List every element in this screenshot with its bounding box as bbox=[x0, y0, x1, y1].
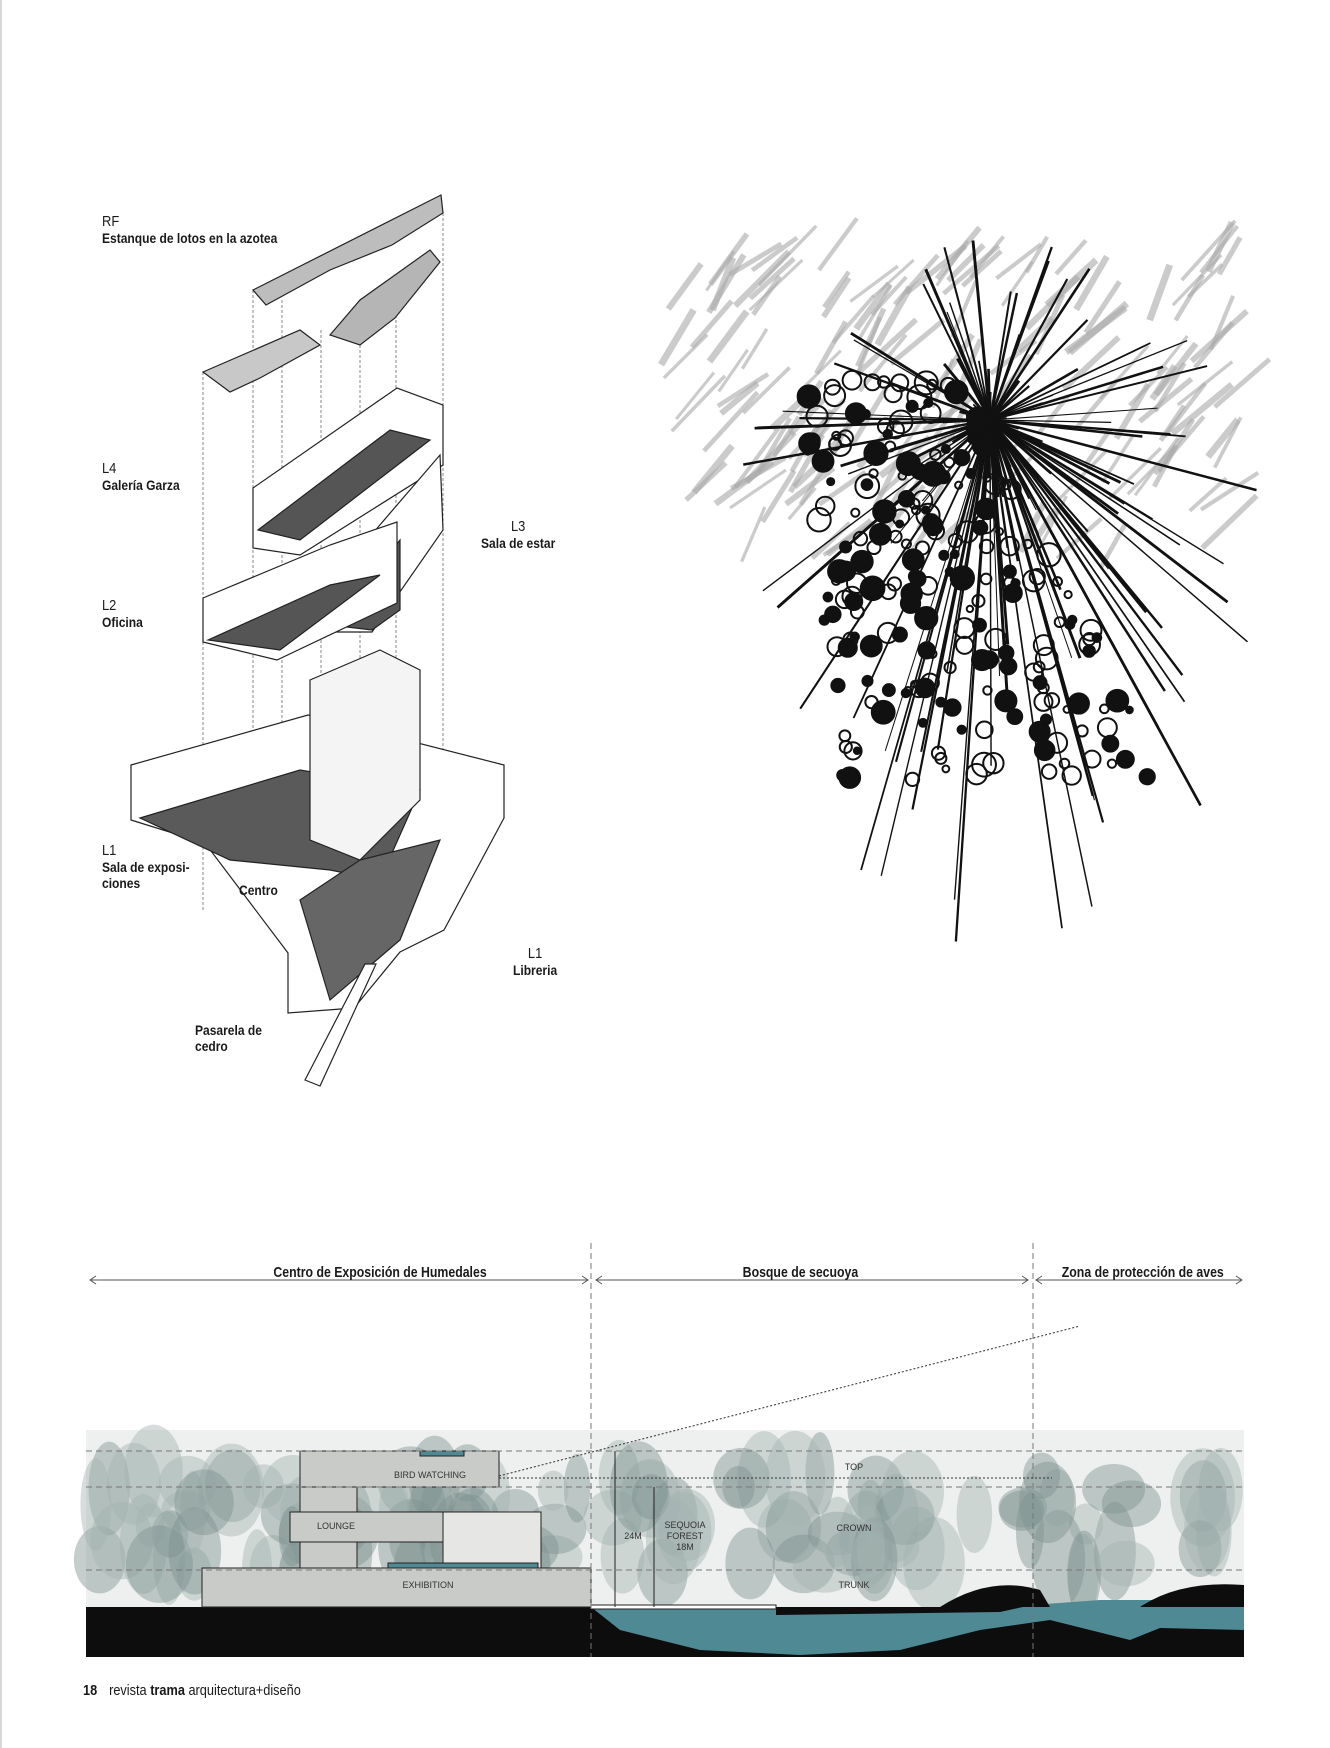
roof-slab bbox=[252, 194, 444, 306]
concept-sketch bbox=[658, 216, 1272, 942]
room-bird-watching: BIRD WATCHING bbox=[394, 1470, 466, 1480]
height-dimensions bbox=[614, 1451, 655, 1607]
stratum-top: TOP bbox=[845, 1462, 863, 1472]
room-exhibition: EXHIBITION bbox=[402, 1580, 453, 1590]
dimension-18m: 18M bbox=[676, 1542, 694, 1552]
stratum-trunk: TRUNK bbox=[839, 1580, 870, 1590]
roof-slab-3 bbox=[328, 249, 441, 346]
stratum-crown: CROWN bbox=[837, 1523, 872, 1533]
core bbox=[309, 649, 421, 861]
zone-arrows bbox=[89, 1275, 1243, 1285]
roof-slab-2 bbox=[201, 329, 322, 393]
brand-name: trama bbox=[150, 1682, 185, 1699]
dimension-forest: FOREST bbox=[667, 1531, 704, 1541]
zone-header-centro: Centro de Exposición de Humedales bbox=[273, 1264, 487, 1281]
zone-header-aves: Zona de protección de aves bbox=[1061, 1264, 1224, 1281]
sightlines bbox=[498, 1325, 1081, 1479]
building bbox=[201, 1450, 777, 1610]
dimension-24m: 24M bbox=[624, 1531, 642, 1541]
label-centro: Centro bbox=[239, 882, 278, 898]
page-number: 18 bbox=[83, 1682, 98, 1699]
water bbox=[591, 1600, 1244, 1655]
axonometric-drawing bbox=[130, 194, 505, 1087]
label-pasarela: Pasarela de cedro bbox=[195, 1022, 262, 1054]
page-edge bbox=[0, 0, 2, 1748]
room-lounge: LOUNGE bbox=[317, 1521, 355, 1531]
cedar-walkway bbox=[304, 963, 377, 1087]
zone-header-bosque: Bosque de secuoya bbox=[742, 1264, 859, 1281]
site-section: BIRD WATCHING LOUNGE EXHIBITION TOP CROW… bbox=[73, 1243, 1244, 1657]
strata-lines bbox=[86, 1243, 1244, 1657]
dimension-sequoia: SEQUOIA bbox=[664, 1520, 705, 1530]
